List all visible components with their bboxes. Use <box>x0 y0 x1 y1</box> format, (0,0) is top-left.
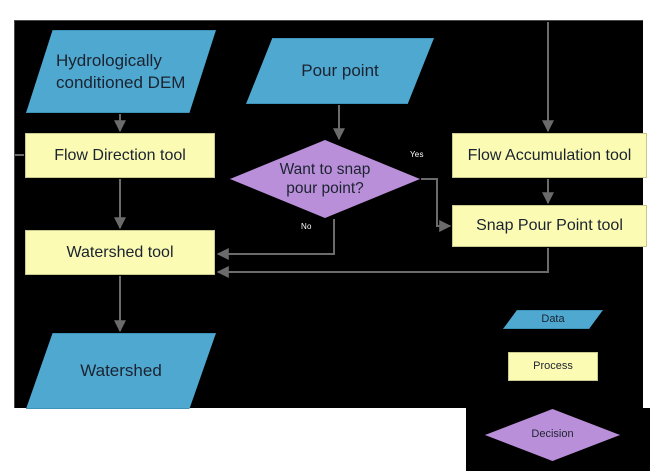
node-label: Watershed <box>80 361 162 381</box>
node-watershed[interactable]: Watershed <box>26 333 216 409</box>
legend-label-data: Data <box>541 312 565 325</box>
legend-item-data: Data <box>503 310 603 329</box>
edge-label-no: No <box>301 222 312 231</box>
legend-label-process: Process <box>533 359 573 372</box>
legend-label-decision: Decision <box>531 428 574 441</box>
node-label: Pour point <box>301 61 379 81</box>
legend-item-process: Process <box>508 352 598 381</box>
node-label: Flow Direction tool <box>54 146 186 164</box>
node-snap-pour-point-tool[interactable]: Snap Pour Point tool <box>452 205 647 247</box>
node-flow-direction-tool[interactable]: Flow Direction tool <box>25 133 215 178</box>
node-watershed-tool[interactable]: Watershed tool <box>25 230 215 275</box>
edge-label-yes: Yes <box>410 150 424 159</box>
node-label: Watershed tool <box>66 243 174 261</box>
node-label: Hydrologically conditioned DEM <box>56 51 186 92</box>
node-flow-accumulation-tool[interactable]: Flow Accumulation tool <box>452 133 647 178</box>
node-pour-point[interactable]: Pour point <box>246 38 434 104</box>
node-hydrologically-conditioned-dem[interactable]: Hydrologically conditioned DEM <box>26 30 216 113</box>
node-label: Want to snap pour point? <box>279 160 371 197</box>
node-label: Snap Pour Point tool <box>476 217 623 234</box>
node-label: Flow Accumulation tool <box>467 146 632 164</box>
